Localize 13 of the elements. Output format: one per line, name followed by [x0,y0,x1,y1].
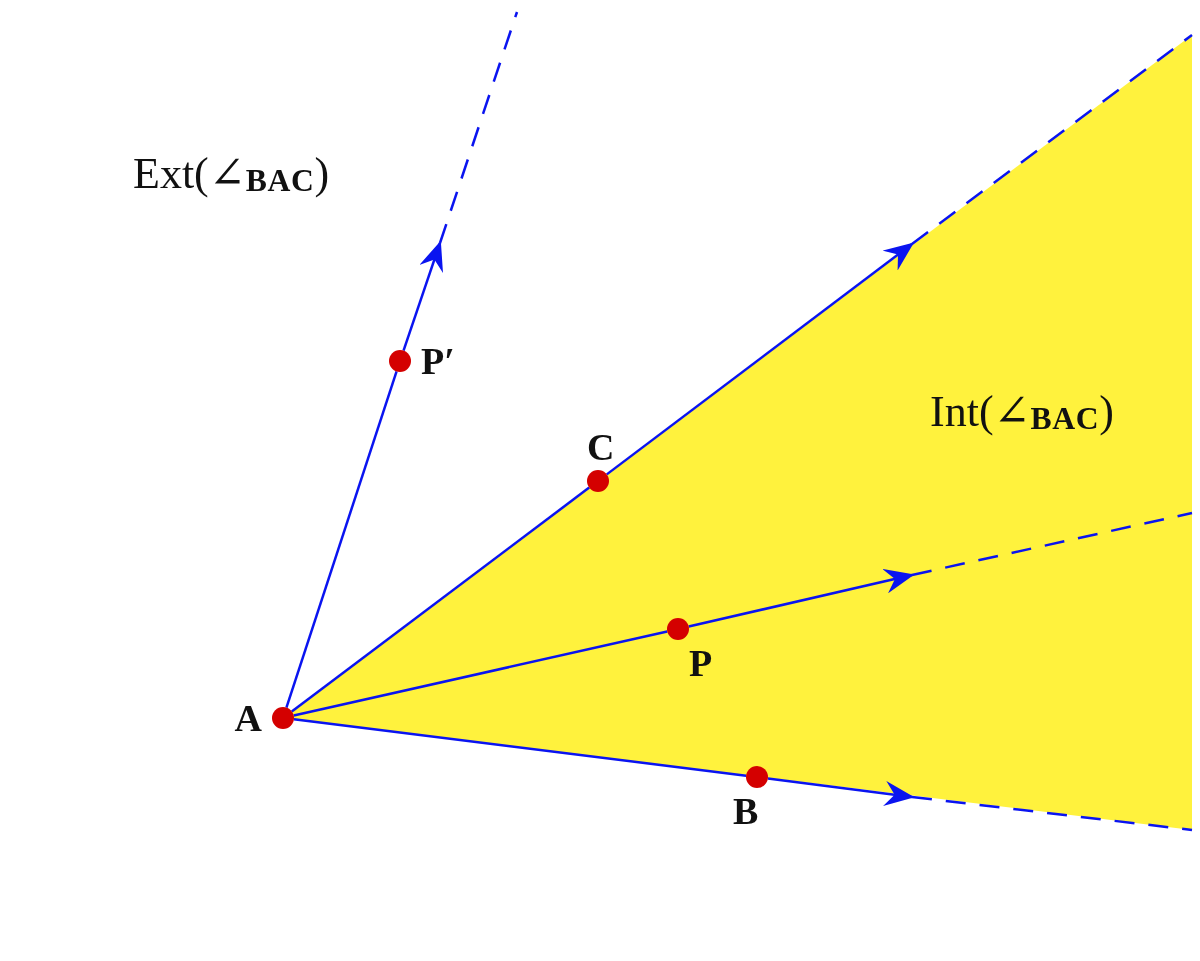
point-label: P [689,646,713,680]
point-label: A [234,707,262,729]
point-label: B [733,794,759,828]
ray-segment [285,371,398,708]
ray-arrow [688,569,915,628]
ray-arrow [402,240,443,351]
ray-segment [293,718,747,777]
ray-segment [293,630,668,717]
point-label: C [587,430,615,464]
point-label: P′ [421,350,455,372]
ray-arrow [606,242,914,476]
ray-arrow [767,777,915,806]
ray-segment [291,486,590,713]
